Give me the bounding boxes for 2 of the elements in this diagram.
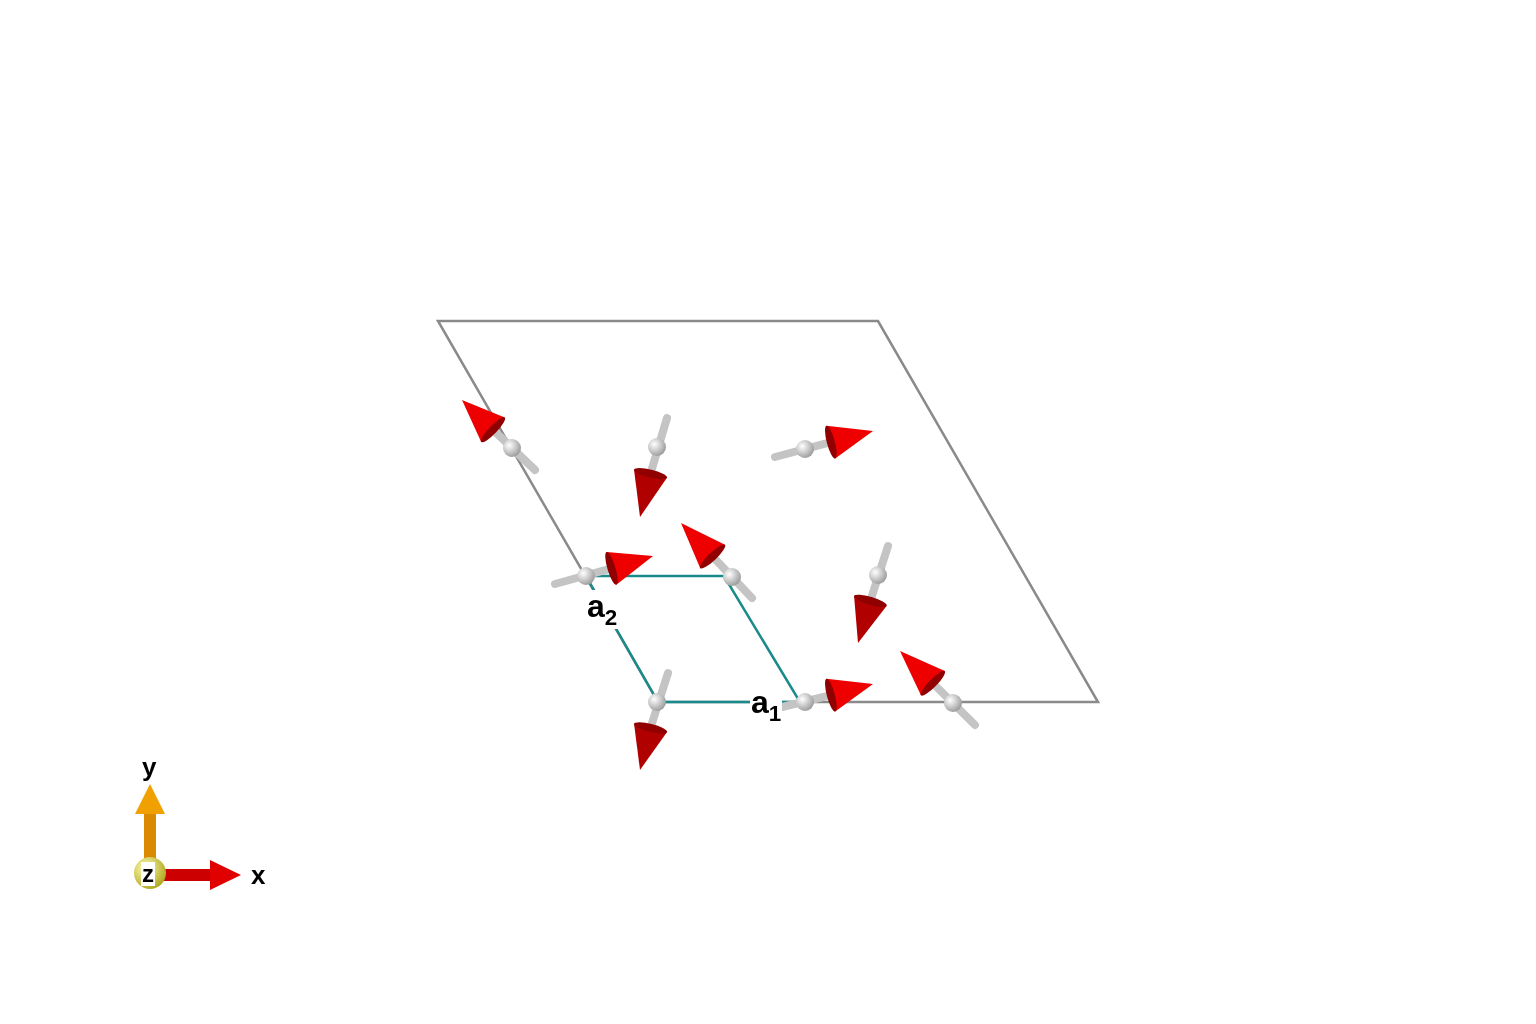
lattice-vector-label: a$_{2}$	[586, 590, 619, 630]
axis-label: z	[141, 862, 155, 886]
